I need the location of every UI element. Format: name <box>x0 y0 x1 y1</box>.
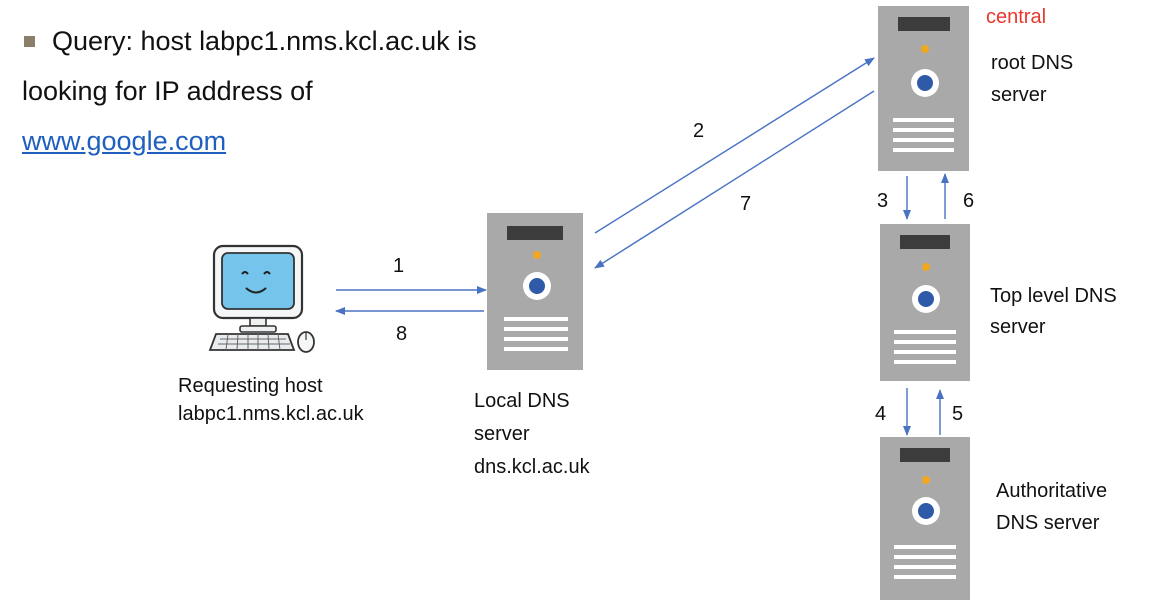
step-8-label: 8 <box>396 323 408 345</box>
local-dns-server-icon <box>487 213 583 370</box>
root-dns-server-icon <box>878 6 969 171</box>
authoritative-dns-server-icon <box>880 437 970 600</box>
query-line-1: Query: host labpc1.nms.kcl.ac.uk is <box>52 26 477 56</box>
root-dns-label-1: root DNS <box>991 52 1074 74</box>
step-6-label: 6 <box>963 190 975 212</box>
step-3-label: 3 <box>877 190 889 212</box>
tld-dns-server-icon <box>880 224 970 381</box>
computer-icon <box>208 244 315 353</box>
root-dns-label-2: server <box>991 84 1047 106</box>
step-5-label: 5 <box>952 403 964 425</box>
arrow-step-7 <box>594 90 875 269</box>
query-line-2: looking for IP address of <box>22 76 313 106</box>
tld-dns-label-1: Top level DNS <box>990 285 1117 307</box>
central-tag: central <box>986 6 1047 28</box>
arrow-step-2 <box>594 57 875 234</box>
local-dns-label-1: Local DNS <box>474 390 570 412</box>
query-link[interactable]: www.google.com <box>22 126 227 156</box>
tld-dns-label-2: server <box>990 316 1046 338</box>
auth-dns-label-1: Authoritative <box>996 480 1108 502</box>
bullet-icon <box>24 36 35 47</box>
auth-dns-label-2: DNS server <box>996 512 1100 534</box>
step-1-label: 1 <box>393 255 405 277</box>
requesting-host-label-1: Requesting host <box>178 375 323 397</box>
step-2-label: 2 <box>693 120 705 142</box>
local-dns-label-3: dns.kcl.ac.uk <box>474 456 590 478</box>
step-4-label: 4 <box>875 403 887 425</box>
requesting-host-label-2: labpc1.nms.kcl.ac.uk <box>178 403 364 425</box>
step-7-label: 7 <box>740 193 752 215</box>
local-dns-label-2: server <box>474 423 530 445</box>
